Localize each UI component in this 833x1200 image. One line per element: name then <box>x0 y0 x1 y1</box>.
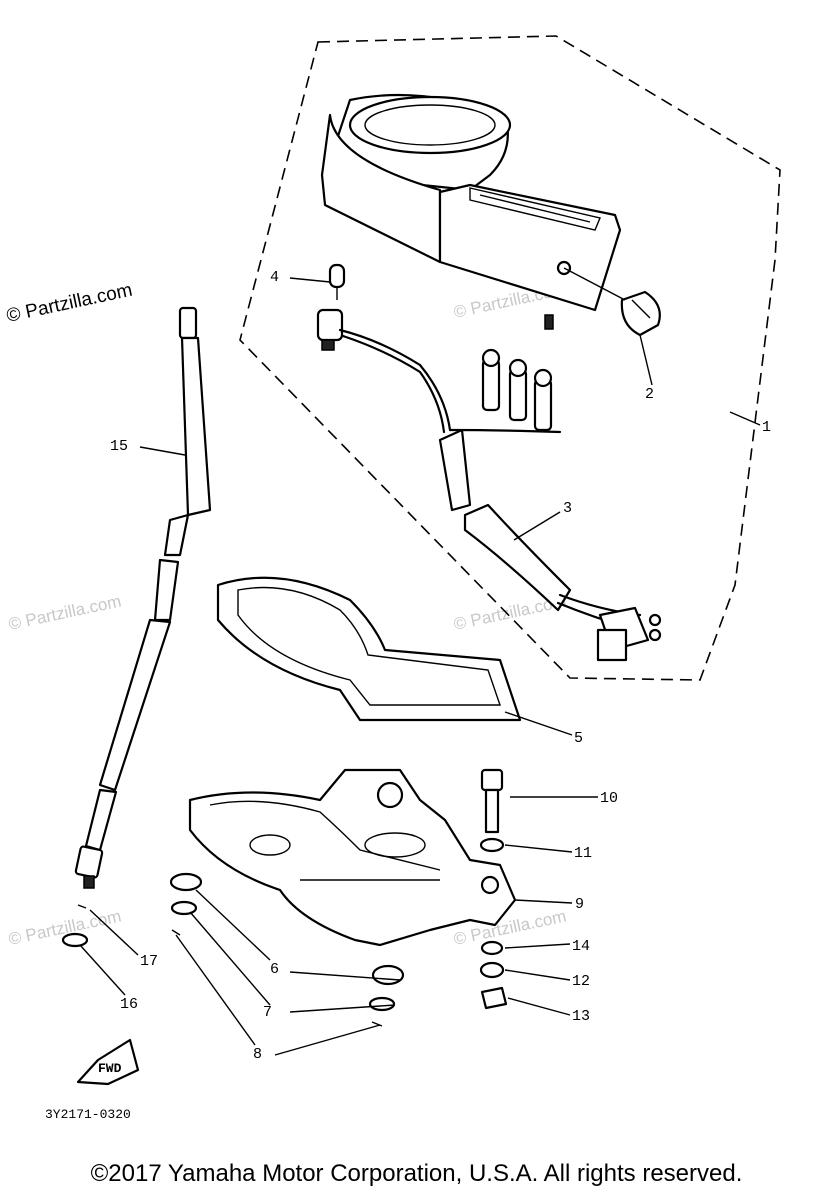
callout-7: 7 <box>263 1004 272 1021</box>
gasket <box>216 576 522 722</box>
bulb <box>328 263 346 300</box>
callout-3: 3 <box>563 500 572 517</box>
watermark-dark: © Partzilla.com <box>5 280 135 327</box>
callout-15: 15 <box>110 438 128 455</box>
assembly-outline <box>239 35 781 681</box>
callout-9: 9 <box>575 896 584 913</box>
callout-13: 13 <box>572 1008 590 1025</box>
reset-knob <box>563 267 661 337</box>
callout-4: 4 <box>270 269 279 286</box>
callout-labels: 1 2 3 4 5 6 7 8 9 10 11 12 13 14 15 16 1… <box>110 269 771 1063</box>
bolt-and-hardware <box>479 768 508 1010</box>
callout-12: 12 <box>572 973 590 990</box>
callout-2: 2 <box>645 386 654 403</box>
bulb-sockets <box>316 308 562 512</box>
watermark: © Partzilla.com <box>7 592 123 634</box>
callout-11: 11 <box>574 845 592 862</box>
callout-8: 8 <box>253 1046 262 1063</box>
fwd-arrow: FWD <box>76 1038 140 1086</box>
callout-16: 16 <box>120 996 138 1013</box>
callout-1: 1 <box>762 419 771 436</box>
fwd-label: FWD <box>98 1061 122 1076</box>
copyright-notice: ©2017 Yamaha Motor Corporation, U.S.A. A… <box>90 1160 743 1187</box>
clip-and-oring <box>61 904 89 948</box>
drawing-code: 3Y2171-0320 <box>45 1107 131 1122</box>
wire-harness <box>463 503 662 662</box>
meter-assembly <box>320 93 622 330</box>
callout-10: 10 <box>600 790 618 807</box>
callout-14: 14 <box>572 938 590 955</box>
callout-6: 6 <box>270 961 279 978</box>
callout-17: 17 <box>140 953 158 970</box>
meter-bracket <box>188 768 517 947</box>
speedometer-cable <box>74 306 212 889</box>
callout-5: 5 <box>574 730 583 747</box>
callout-leaders <box>79 277 761 1056</box>
